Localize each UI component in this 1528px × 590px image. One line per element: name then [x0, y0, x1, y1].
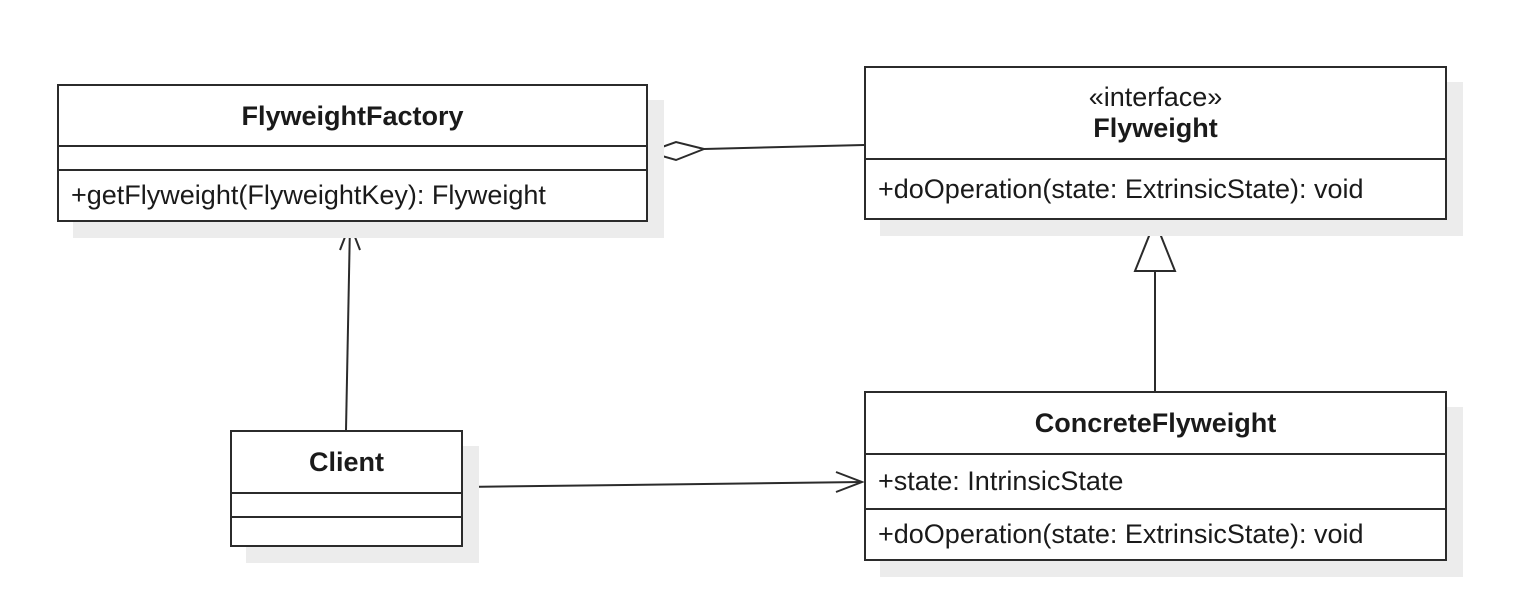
interface-stereotype: «interface»: [1088, 82, 1223, 112]
attributes-compartment: [232, 494, 461, 518]
association-client-concrete[interactable]: [461, 471, 865, 493]
operation-get-flyweight: +getFlyweight(FlyweightKey): Flyweight: [71, 180, 546, 210]
realization-concrete-flyweight[interactable]: [1133, 218, 1177, 391]
operation-do-operation: +doOperation(state: ExtrinsicState): voi…: [878, 519, 1364, 549]
open-arrowhead-factory: [339, 221, 361, 251]
operations-compartment: [232, 518, 461, 545]
operations-compartment: +doOperation(state: ExtrinsicState): voi…: [866, 510, 1445, 559]
class-client[interactable]: Client: [230, 430, 463, 547]
class-header: Client: [232, 432, 461, 494]
class-header: FlyweightFactory: [59, 86, 646, 147]
operations-compartment: +doOperation(state: ExtrinsicState): voi…: [866, 160, 1445, 218]
class-header: ConcreteFlyweight: [866, 393, 1445, 455]
operations-compartment: +getFlyweight(FlyweightKey): Flyweight: [59, 171, 646, 220]
class-name: Client: [308, 447, 384, 477]
class-concrete-flyweight[interactable]: ConcreteFlyweight +state: IntrinsicState…: [864, 391, 1447, 561]
attribute-state: +state: IntrinsicState: [878, 466, 1124, 496]
interface-name: Flyweight: [1093, 113, 1218, 143]
interface-flyweight[interactable]: «interface» Flyweight +doOperation(state…: [864, 66, 1447, 220]
aggregation-factory-flyweight[interactable]: [644, 140, 865, 162]
interface-header: «interface» Flyweight: [866, 68, 1445, 160]
aggregation-diamond: [644, 140, 708, 162]
open-arrowhead-concrete: [835, 471, 865, 493]
class-name: FlyweightFactory: [241, 100, 464, 131]
class-name: ConcreteFlyweight: [1034, 408, 1277, 438]
attributes-compartment: [59, 147, 646, 171]
class-flyweight-factory[interactable]: FlyweightFactory +getFlyweight(Flyweight…: [57, 84, 648, 222]
attributes-compartment: +state: IntrinsicState: [866, 455, 1445, 510]
operation-do-operation: +doOperation(state: ExtrinsicState): voi…: [878, 173, 1364, 204]
realization-triangle: [1133, 218, 1177, 272]
association-client-factory[interactable]: [339, 221, 361, 431]
